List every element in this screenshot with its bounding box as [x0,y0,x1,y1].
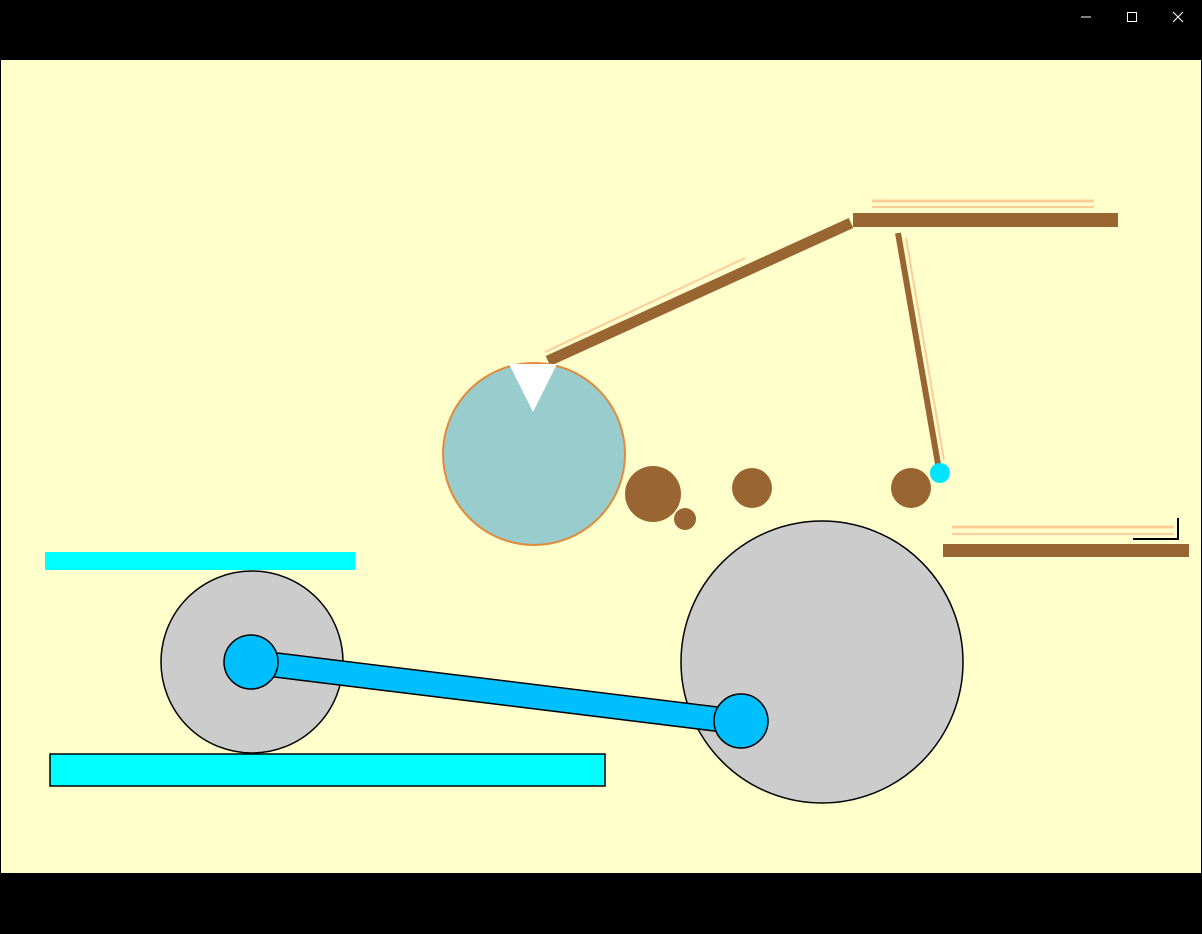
game-viewport[interactable] [1,60,1201,873]
brown-ball[interactable] [674,508,696,530]
window-bottom-bar [0,873,1202,934]
ground-cyan-platform[interactable] [49,753,606,787]
game-scene[interactable] [1,60,1201,873]
window-titlebar[interactable] [0,0,1202,60]
large-gray-wheel[interactable] [680,520,964,804]
close-button[interactable] [1155,0,1201,34]
target-marker [509,364,557,412]
brown-ball[interactable] [891,468,931,508]
beam-highlight [544,257,746,353]
minimize-icon [1081,16,1091,18]
maximize-button[interactable] [1109,0,1155,34]
close-icon [1172,11,1184,23]
brown-ball[interactable] [625,466,681,522]
beam-highlight [905,237,945,461]
rod-joint-left[interactable] [223,634,279,690]
lower-brown-platform[interactable] [943,544,1189,557]
minimize-button[interactable] [1063,0,1109,34]
rod-joint-right[interactable] [713,693,769,749]
upper-cyan-platform[interactable] [45,552,355,570]
cyan-ball[interactable] [930,463,950,483]
upper-brown-platform[interactable] [853,213,1118,227]
target-circle[interactable] [442,362,626,546]
maximize-icon [1127,12,1137,22]
diagonal-brown-beam[interactable] [545,217,854,367]
corner-bracket [1133,518,1179,540]
pendulum-rod[interactable] [895,232,941,465]
brown-ball[interactable] [732,468,772,508]
